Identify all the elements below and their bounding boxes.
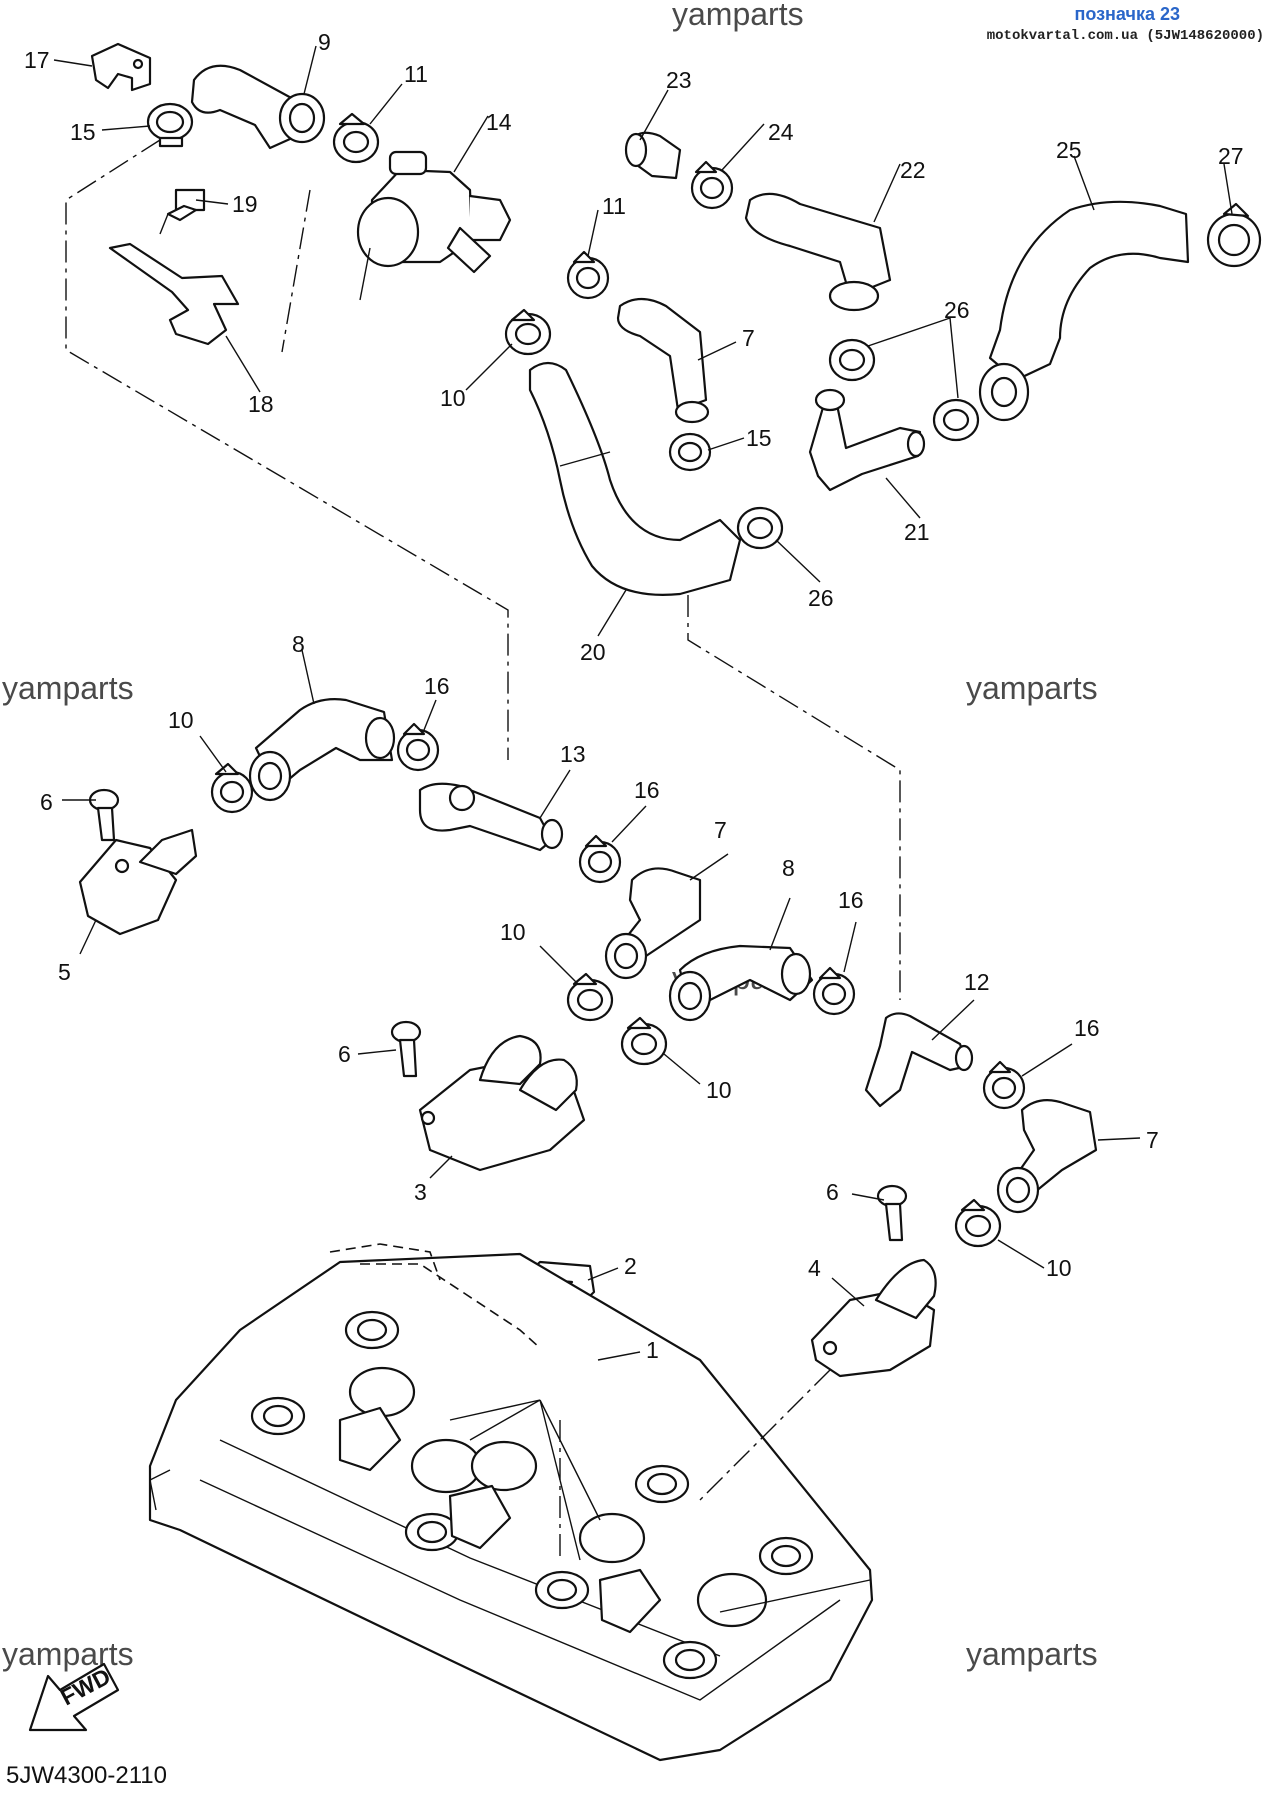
callout-8-mid: 8 [782, 855, 795, 881]
part-10-clamp-middle-b [620, 1016, 668, 1066]
part-11-clamp-upper [332, 112, 380, 164]
callout-16-left: 16 [424, 673, 450, 699]
callout-6-right: 6 [826, 1179, 839, 1205]
callout-14: 14 [486, 109, 512, 135]
watermark-top: yamparts [672, 0, 804, 32]
part-21-t-pipe [808, 388, 926, 492]
callout-6-left: 6 [40, 789, 53, 815]
part-11-clamp-middle [566, 250, 610, 300]
callout-5: 5 [58, 959, 71, 985]
callout-13: 13 [560, 741, 586, 767]
callout-15-mid: 15 [746, 425, 772, 451]
part-19-bolt [159, 188, 206, 235]
part-8-hose-left [248, 698, 396, 802]
callout-17: 17 [24, 47, 50, 73]
part-26-clamp-right [932, 398, 980, 442]
callout-22: 22 [900, 157, 926, 183]
callout-10-mid-b: 10 [706, 1077, 732, 1103]
part-22-hose-elbow [744, 192, 892, 312]
fwd-arrow: FWD [28, 1663, 120, 1732]
part-4-reed-cover [810, 1258, 937, 1378]
part-26-clamp-lower [736, 506, 784, 550]
callout-16-right: 16 [1074, 1015, 1100, 1041]
part-26-clamp-upper [828, 338, 876, 382]
callout-10-left: 10 [168, 707, 194, 733]
part-24-clamp [690, 160, 734, 210]
callout-12: 12 [964, 969, 990, 995]
diagram-code: 5JW4300-2110 [6, 1762, 167, 1789]
callout-15-left: 15 [70, 119, 96, 145]
callout-2: 2 [624, 1253, 637, 1279]
part-7-hose-middle [604, 867, 702, 980]
callout-24: 24 [768, 119, 794, 145]
part-7-hose-upper [616, 297, 710, 424]
callout-26-bottom: 26 [808, 585, 834, 611]
callout-8-left: 8 [292, 631, 305, 657]
callout-18: 18 [248, 391, 274, 417]
callout-1: 1 [646, 1337, 659, 1363]
part-8-hose-middle [668, 944, 814, 1022]
callout-23: 23 [666, 67, 692, 93]
part-27-clamp [1206, 202, 1262, 268]
callout-11-top: 11 [404, 61, 428, 87]
header-title: позначка 23 [1074, 4, 1180, 24]
cylinder-head-cover [148, 1243, 874, 1762]
part-10-clamp-upper [504, 308, 552, 356]
part-16-clamp-left [396, 722, 440, 772]
callout-16-center: 16 [838, 887, 864, 913]
part-16-clamp-center [812, 966, 856, 1016]
callout-labels: 17 9 11 14 23 24 22 25 27 15 19 11 26 7 … [24, 29, 1244, 1363]
callout-21: 21 [904, 519, 930, 545]
callout-10-right: 10 [1046, 1255, 1072, 1281]
part-16-clamp-right [982, 1060, 1026, 1110]
callout-10-top: 10 [440, 385, 466, 411]
part-6-bolt-center [390, 1020, 422, 1078]
part-14-air-cut-valve [356, 150, 512, 301]
watermark-left-mid: yamparts [2, 670, 134, 706]
watermark-left-bottom: yamparts [2, 1636, 134, 1672]
callout-3: 3 [414, 1179, 427, 1205]
part-12-t-pipe-right [864, 1012, 974, 1108]
callout-19: 19 [232, 191, 258, 217]
part-3-reed-cover [418, 1034, 586, 1172]
callout-4: 4 [808, 1255, 821, 1281]
part-18-bracket [108, 242, 240, 346]
part-25-long-hose [978, 200, 1190, 422]
callout-7-top: 7 [742, 325, 755, 351]
callout-20: 20 [580, 639, 606, 665]
part-15-clamp-upper-left [146, 102, 194, 148]
part-6-bolt-left [88, 788, 120, 842]
part-10-clamp-left [210, 762, 254, 814]
part-9-hose-elbow [190, 64, 326, 150]
callout-16-mid: 16 [634, 777, 660, 803]
part-23-union [624, 131, 682, 180]
part-16-clamp-middle-upper [578, 834, 622, 884]
watermark-right-bottom: yamparts [966, 1636, 1098, 1672]
part-6-bolt-right [876, 1184, 908, 1242]
routing-lines [65, 139, 901, 1000]
callout-7-right: 7 [1146, 1127, 1159, 1153]
leader-lines [53, 45, 1233, 1561]
part-20-long-hose [528, 361, 742, 596]
part-10-clamp-middle-a [566, 972, 614, 1022]
part-7-hose-right [996, 1099, 1098, 1214]
callout-6-center: 6 [338, 1041, 351, 1067]
callout-25: 25 [1056, 137, 1082, 163]
part-13-t-pipe-left [418, 782, 564, 852]
part-17-clip-bracket [90, 42, 152, 92]
callout-11-mid: 11 [602, 193, 626, 219]
part-10-clamp-right [954, 1198, 1002, 1248]
watermark-right-mid: yamparts [966, 670, 1098, 706]
callout-27: 27 [1218, 143, 1244, 169]
callout-26-top: 26 [944, 297, 970, 323]
part-15-clamp-middle [668, 432, 712, 472]
part-5-reed-cover [78, 828, 198, 936]
header-subtitle: motokvartal.com.ua (5JW148620000) [986, 28, 1264, 44]
callout-10-mid-a: 10 [500, 919, 526, 945]
callout-9: 9 [318, 29, 331, 55]
callout-7-mid: 7 [714, 817, 727, 843]
